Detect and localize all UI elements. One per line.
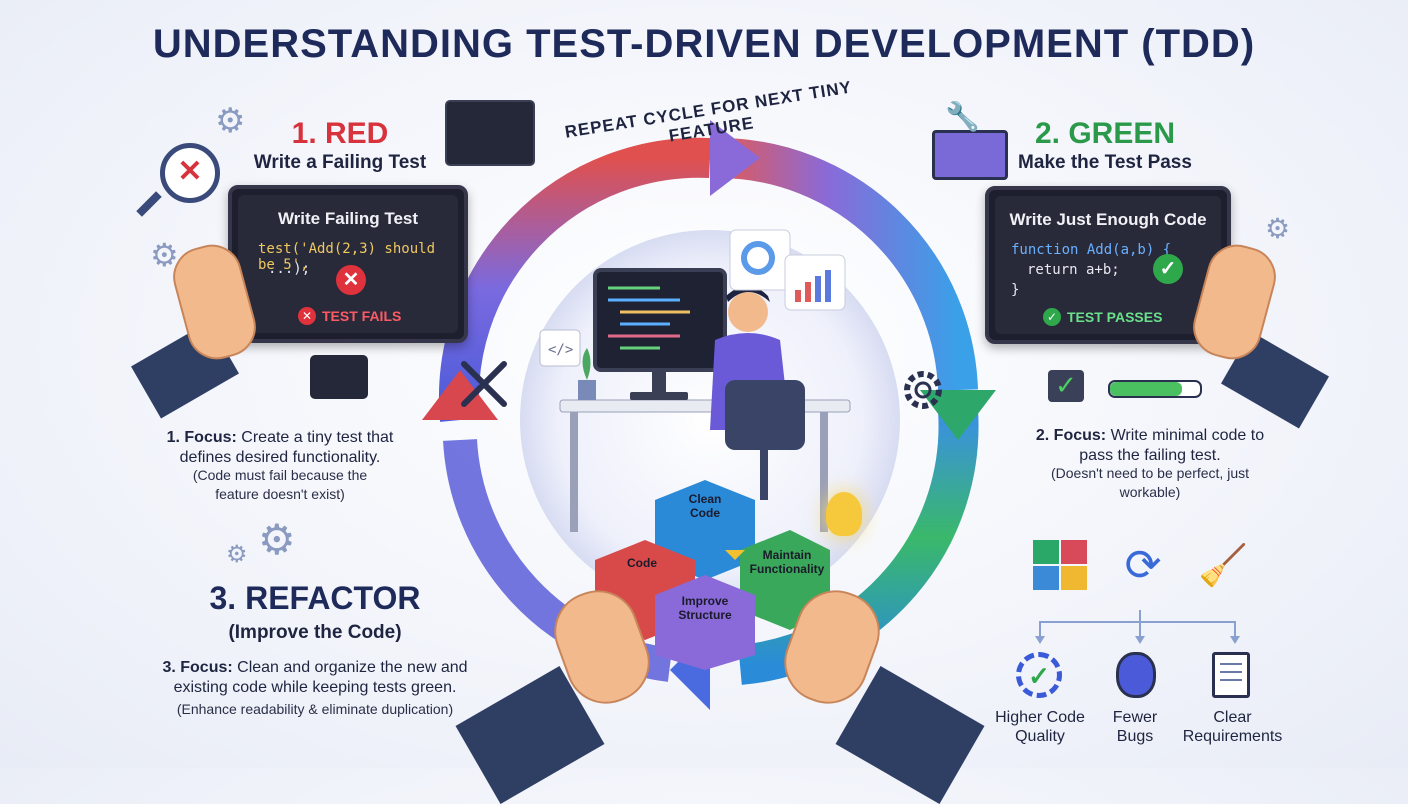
refactor-focus-label: 3. Focus:	[162, 659, 233, 676]
refactor-subheading: (Improve the Code)	[228, 622, 402, 643]
red-tablet: Write Failing Test test('Add(2,3) should…	[228, 185, 468, 343]
pass-check-icon: ✓	[1153, 254, 1183, 284]
monitor-base	[630, 392, 688, 400]
fail-icon: ✕	[298, 307, 316, 325]
green-subheading: Make the Test Pass	[1018, 152, 1192, 173]
refactor-heading: 3. REFACTOR	[209, 580, 421, 616]
red-code-line-1: test('Add(2,3) should be 5',	[258, 241, 436, 273]
red-focus: 1. Focus: Create a tiny test that define…	[140, 428, 420, 468]
arrowhead-right	[920, 390, 996, 440]
benefit-label-bugs: Fewer Bugs	[1112, 709, 1158, 745]
green-focus-label: 2. Focus:	[1035, 427, 1107, 444]
desk-leg	[820, 412, 828, 532]
cycle-arc-red	[438, 137, 711, 422]
arrowhead-top	[710, 120, 760, 196]
green-tablet-title: Write Just Enough Code	[1009, 210, 1207, 229]
plant-icon	[582, 348, 591, 380]
document-icon	[1212, 652, 1250, 698]
cube-improve	[655, 575, 755, 670]
plant-pot	[578, 380, 596, 400]
gear-icon	[904, 371, 942, 409]
arrowhead-left	[422, 370, 498, 420]
red-code-line-2: ...);	[268, 261, 311, 277]
gear-icon: ⚙	[258, 516, 296, 563]
progress-bar-fill	[1110, 382, 1182, 396]
green-status: TEST PASSES	[1067, 309, 1163, 325]
red-heading: 1. RED	[291, 117, 389, 150]
gear-check-icon: ✓	[1016, 652, 1062, 698]
chair-post	[760, 450, 768, 500]
red-status: TEST FAILS	[322, 308, 402, 324]
gear-icon: ⚙	[226, 541, 248, 568]
tools-icon: 🔧	[945, 101, 980, 132]
green-code-line-3: }	[1011, 282, 1020, 298]
svg-text:</>: </>	[548, 342, 573, 358]
desk	[559, 399, 851, 413]
toolbox-icon	[932, 130, 1008, 180]
red-focus-text: Create a tiny test that defines desired …	[179, 429, 394, 466]
green-note: (Doesn't need to be perfect, just workab…	[1050, 465, 1249, 500]
benefit-label-quality: Higher Code Quality	[995, 709, 1085, 745]
chart-panel	[729, 229, 791, 291]
monitor-screen	[593, 268, 727, 372]
puzzle-icon	[1033, 540, 1089, 592]
red-subheading: Write a Failing Test	[253, 152, 427, 173]
bug-icon	[1116, 652, 1156, 698]
red-focus-label: 1. Focus:	[166, 429, 237, 446]
red-note: (Code must fail because the feature does…	[192, 467, 368, 502]
cube-label-improve: Improve Structure	[678, 594, 732, 622]
green-focus: 2. Focus: Write minimal code to pass the…	[1030, 426, 1270, 466]
green-focus-text: Write minimal code to pass the failing t…	[1079, 427, 1265, 464]
refactor-focus: 3. Focus: Clean and organize the new and…	[155, 658, 475, 698]
code-window-icon-small	[310, 355, 368, 399]
cycle-diagram: </>	[422, 120, 996, 710]
chair	[725, 380, 805, 450]
lightbulb-icon	[826, 492, 862, 536]
pass-icon: ✓	[1043, 308, 1061, 326]
green-code-line-1: function Add(a,b) {	[1011, 242, 1172, 258]
broom-icon: 🧹	[1198, 544, 1248, 588]
cube-label-clean-code: Clean Code	[688, 492, 722, 520]
refactor-note: (Enhance readability & eliminate duplica…	[176, 701, 454, 717]
benefit-connectors	[1035, 610, 1240, 644]
magnifier-icon: ✕	[160, 143, 220, 203]
cube-label-maintain: Maintain Functionality	[749, 548, 825, 576]
developer-head	[728, 292, 768, 332]
wrench-icon	[461, 361, 507, 407]
page-title: UNDERSTANDING TEST-DRIVEN DEVELOPMENT (T…	[152, 22, 1256, 66]
magnifier-handle	[136, 191, 162, 217]
benefit-label-requirements: Clear Requirements	[1182, 709, 1283, 745]
refresh-gear-icon: ⟳	[1124, 541, 1162, 590]
code-panel-icon	[539, 329, 581, 367]
red-tablet-title: Write Failing Test	[277, 209, 419, 228]
donut-chart	[741, 241, 775, 275]
checkbox-icon: ✓	[1048, 370, 1084, 402]
progress-bar	[1108, 380, 1202, 398]
monitor-stand	[652, 370, 666, 394]
green-code-line-2: return a+b;	[1027, 262, 1120, 278]
desk-leg	[570, 412, 578, 532]
cube-label-code: Code	[627, 556, 657, 570]
code-window-icon	[445, 100, 535, 166]
fail-x-icon: ✕	[336, 265, 366, 295]
gear-icon: ⚙	[215, 102, 246, 140]
green-heading: 2. GREEN	[1034, 117, 1176, 150]
cycle-arc-top	[719, 138, 978, 391]
green-tablet: Write Just Enough Code function Add(a,b)…	[985, 186, 1231, 344]
gear-icon: ⚙	[1265, 213, 1291, 244]
refactor-focus-text: Clean and organize the new and existing …	[173, 659, 468, 696]
